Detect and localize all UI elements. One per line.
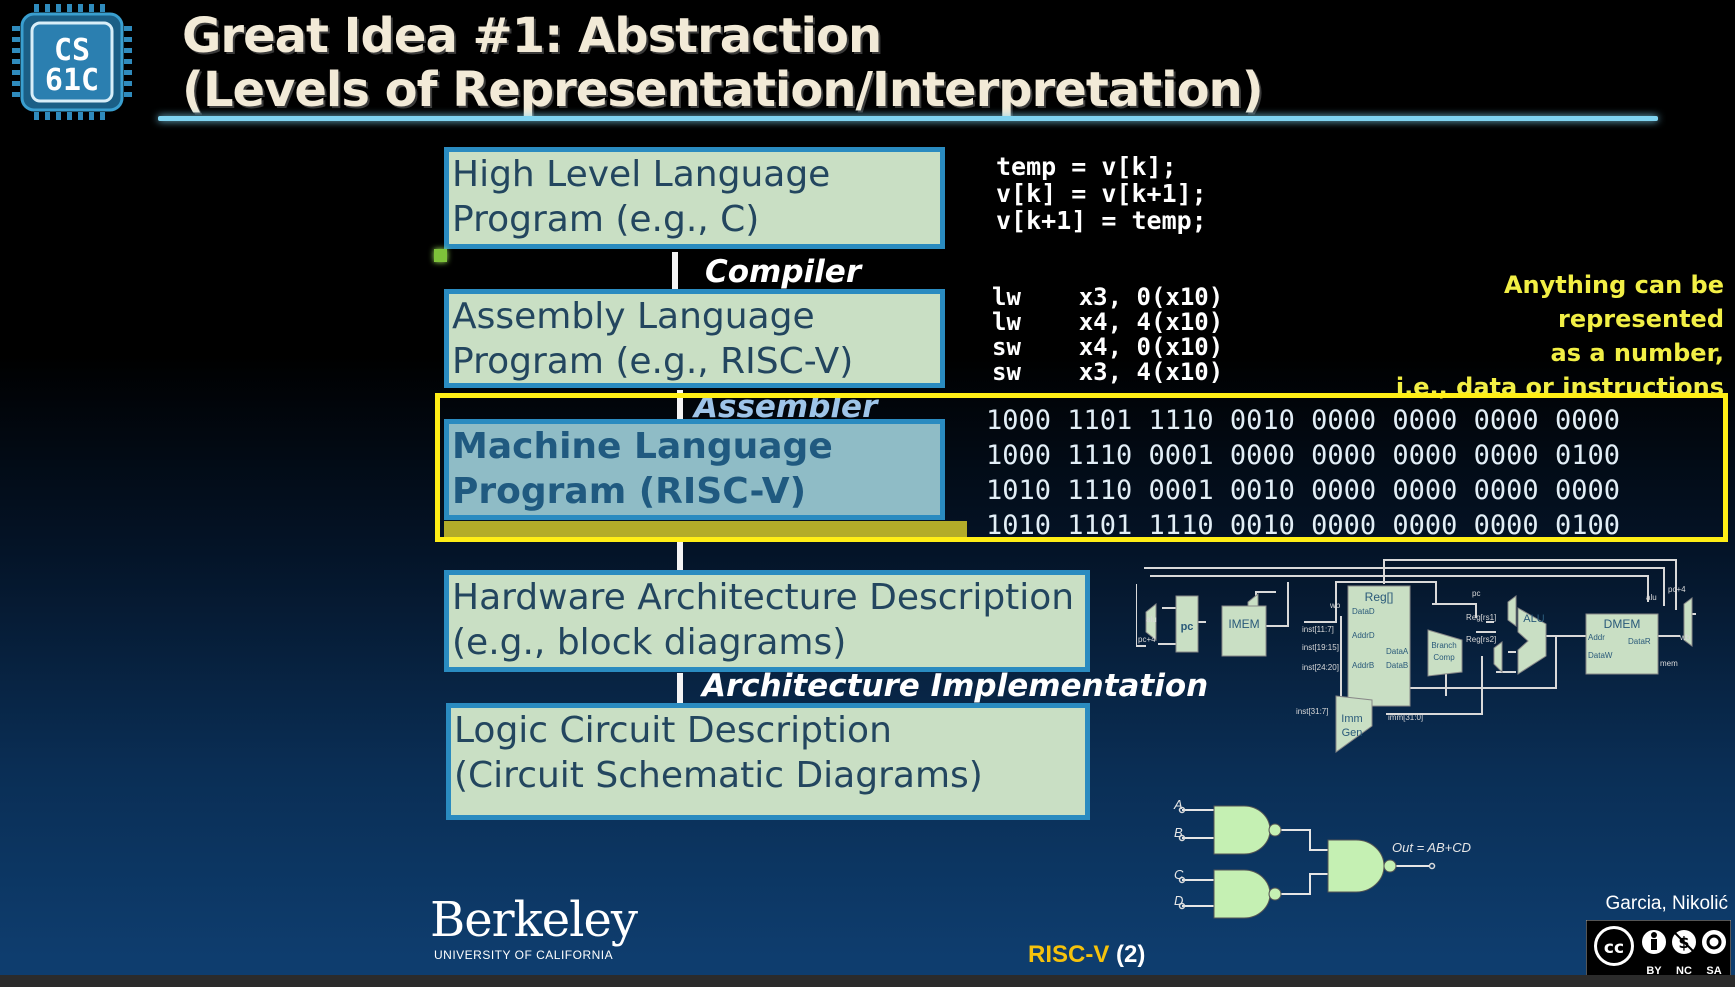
box-lc-line2: (Circuit Schematic Diagrams) <box>454 755 983 796</box>
cc-sa-icon <box>1700 928 1728 956</box>
lecture-footer: RISC-V (2) <box>1028 941 1145 969</box>
cs61c-logo: CS 61C <box>12 4 132 120</box>
logic-circuit-diagram: A B C D Out = AB+CD <box>1173 797 1471 919</box>
box-hw-line1: Hardware Architecture Description <box>452 577 1075 618</box>
box-asm-line1: Assembly Language <box>452 296 815 337</box>
dp-imem-label: IMEM <box>1228 617 1259 631</box>
box-logic-circuit: Logic Circuit Description (Circuit Schem… <box>446 703 1090 820</box>
label-architecture-implementation: Architecture Implementation <box>702 668 1209 704</box>
dp-wb-label: wb <box>1329 601 1341 610</box>
c-code-line: temp = v[k]; <box>996 152 1177 181</box>
machine-code-line: 1010 1110 0001 0010 0000 0000 0000 0000 <box>986 475 1620 506</box>
dp-pc4-in-label: pc+4 <box>1138 635 1156 644</box>
box-hll-line1: High Level Language <box>452 154 831 195</box>
dp-addrb-label: AddrB <box>1352 661 1374 670</box>
dp-datad-label: DataD <box>1352 607 1375 616</box>
box-high-level-language: High Level Language Program (e.g., C) <box>444 147 945 249</box>
circuit-input-d: D <box>1174 893 1183 908</box>
dp-wb-out-label: wb <box>1679 633 1691 642</box>
dp-comp-label: Comp <box>1433 653 1455 662</box>
dp-dataa-label: DataA <box>1386 647 1409 656</box>
box-lc-line1: Logic Circuit Description <box>454 710 892 751</box>
dp-dmem-label: DMEM <box>1604 617 1641 631</box>
dp-inst-11-7-label: inst[11:7] <box>1302 625 1334 634</box>
box-hll-line2: Program (e.g., C) <box>452 199 760 240</box>
dp-reg-rs2-label: Reg[rs2] <box>1466 635 1496 644</box>
circuit-input-a: A <box>1173 797 1183 812</box>
title-underline <box>158 116 1658 121</box>
slide-title-line2: (Levels of Representation/Interpretation… <box>182 62 1264 118</box>
machine-language-highlight-frame <box>435 393 1728 542</box>
c-code-line: v[k+1] = temp; <box>996 206 1207 235</box>
connector-machine-hardware <box>677 540 683 572</box>
dp-inst-19-15-label: inst[19:15] <box>1302 643 1339 652</box>
pointer-marker <box>434 249 447 262</box>
cc-sa-label: SA <box>1706 965 1721 977</box>
dp-pc4-top-label: pc+4 <box>1668 585 1686 594</box>
note-line: Anything can be represented <box>1503 271 1724 333</box>
dp-addrd-label: AddrD <box>1352 631 1375 640</box>
dp-imm-31-0-label: imm[31:0] <box>1388 713 1423 722</box>
asm-code-line: lw x3, 0(x10) <box>992 283 1224 311</box>
lecture-name: RISC-V <box>1028 941 1110 968</box>
circuit-input-c: C <box>1174 867 1184 882</box>
box-mach-line1: Machine Language <box>452 426 833 467</box>
dp-reg-label: Reg[] <box>1365 590 1394 604</box>
asm-code-line: sw x3, 4(x10) <box>992 358 1224 386</box>
logo-line1: CS <box>54 33 90 68</box>
dp-addr-label: Addr <box>1588 633 1605 642</box>
connector-arch-impl <box>677 673 683 703</box>
dp-inst-24-20-label: inst[24:20] <box>1302 663 1339 672</box>
slide-title-line1: Great Idea #1: Abstraction <box>182 8 882 64</box>
machine-code-line: 1000 1110 0001 0000 0000 0000 0000 0100 <box>986 440 1620 471</box>
highlight-strip <box>444 521 967 539</box>
box-hardware-architecture: Hardware Architecture Description (e.g.,… <box>444 570 1090 672</box>
logo-line2: 61C <box>45 63 99 98</box>
dp-gen-label: Gen <box>1342 727 1363 739</box>
note-line: as a number, <box>1550 339 1724 367</box>
cc-icon: cc <box>1604 938 1624 958</box>
box-mach-line2: Program (RISC-V) <box>452 471 807 512</box>
box-asm-line2: Program (e.g., RISC-V) <box>452 341 854 382</box>
dp-pc-top-label: pc <box>1472 589 1480 598</box>
datapath-diagram: pc IMEM Reg[] DataD AddrD AddrB DataA Da… <box>1136 559 1696 753</box>
c-code-line: v[k] = v[k+1]; <box>996 179 1207 208</box>
dp-dataw-label: DataW <box>1588 651 1613 660</box>
creative-commons-badge: cc $ BY NC SA <box>1586 920 1731 978</box>
bottom-bar <box>0 975 1735 987</box>
machine-code-line: 1000 1101 1110 0010 0000 0000 0000 0000 <box>986 405 1620 436</box>
circuit-input-b: B <box>1174 825 1183 840</box>
berkeley-subtitle: UNIVERSITY OF CALIFORNIA <box>434 948 614 962</box>
connector-assembler <box>677 390 683 420</box>
box-assembly-language: Assembly Language Program (e.g., RISC-V) <box>444 289 945 388</box>
asm-code-block: lw x3, 0(x10)lw x4, 4(x10)sw x4, 0(x10)s… <box>992 285 1223 385</box>
berkeley-wordmark: Berkeley <box>430 892 638 948</box>
dp-reg-rs1-label: Reg[rs1] <box>1466 613 1496 622</box>
slide-number: (2) <box>1116 941 1146 968</box>
c-code-block: temp = v[k];v[k] = v[k+1];v[k+1] = temp; <box>996 153 1207 234</box>
dp-datar-label: DataR <box>1628 637 1651 646</box>
dp-alu-in-label: alu <box>1146 615 1157 624</box>
dp-imm-label: Imm <box>1341 713 1362 725</box>
dp-datab-label: DataB <box>1386 661 1408 670</box>
dp-inst-31-7-label: inst[31:7] <box>1296 707 1328 716</box>
dp-branch-label: Branch <box>1431 641 1456 650</box>
box-machine-language: Machine Language Program (RISC-V) <box>444 419 945 520</box>
representation-note: Anything can be represented as a number,… <box>1330 268 1724 404</box>
asm-code-line: lw x4, 4(x10) <box>992 308 1224 336</box>
dp-pc-label: pc <box>1181 621 1194 633</box>
circuit-output-label: Out = AB+CD <box>1392 840 1471 855</box>
connector-compiler <box>672 252 678 292</box>
machine-code-block: 1000 1101 1110 0010 0000 0000 0000 0000 1… <box>986 403 1620 543</box>
dp-alu-label: ALU <box>1523 613 1544 625</box>
label-compiler: Compiler <box>705 254 862 290</box>
box-hw-line2: (e.g., block diagrams) <box>452 622 847 663</box>
cc-nc-label: NC <box>1676 965 1692 977</box>
cc-by-label: BY <box>1646 965 1662 977</box>
authors: Garcia, Nikolić <box>1605 893 1728 914</box>
asm-code-line: sw x4, 0(x10) <box>992 333 1224 361</box>
dp-mem-label: mem <box>1660 659 1678 668</box>
machine-code-line: 1010 1101 1110 0010 0000 0000 0000 0100 <box>986 510 1620 541</box>
dp-alu-top-label: alu <box>1646 593 1657 602</box>
